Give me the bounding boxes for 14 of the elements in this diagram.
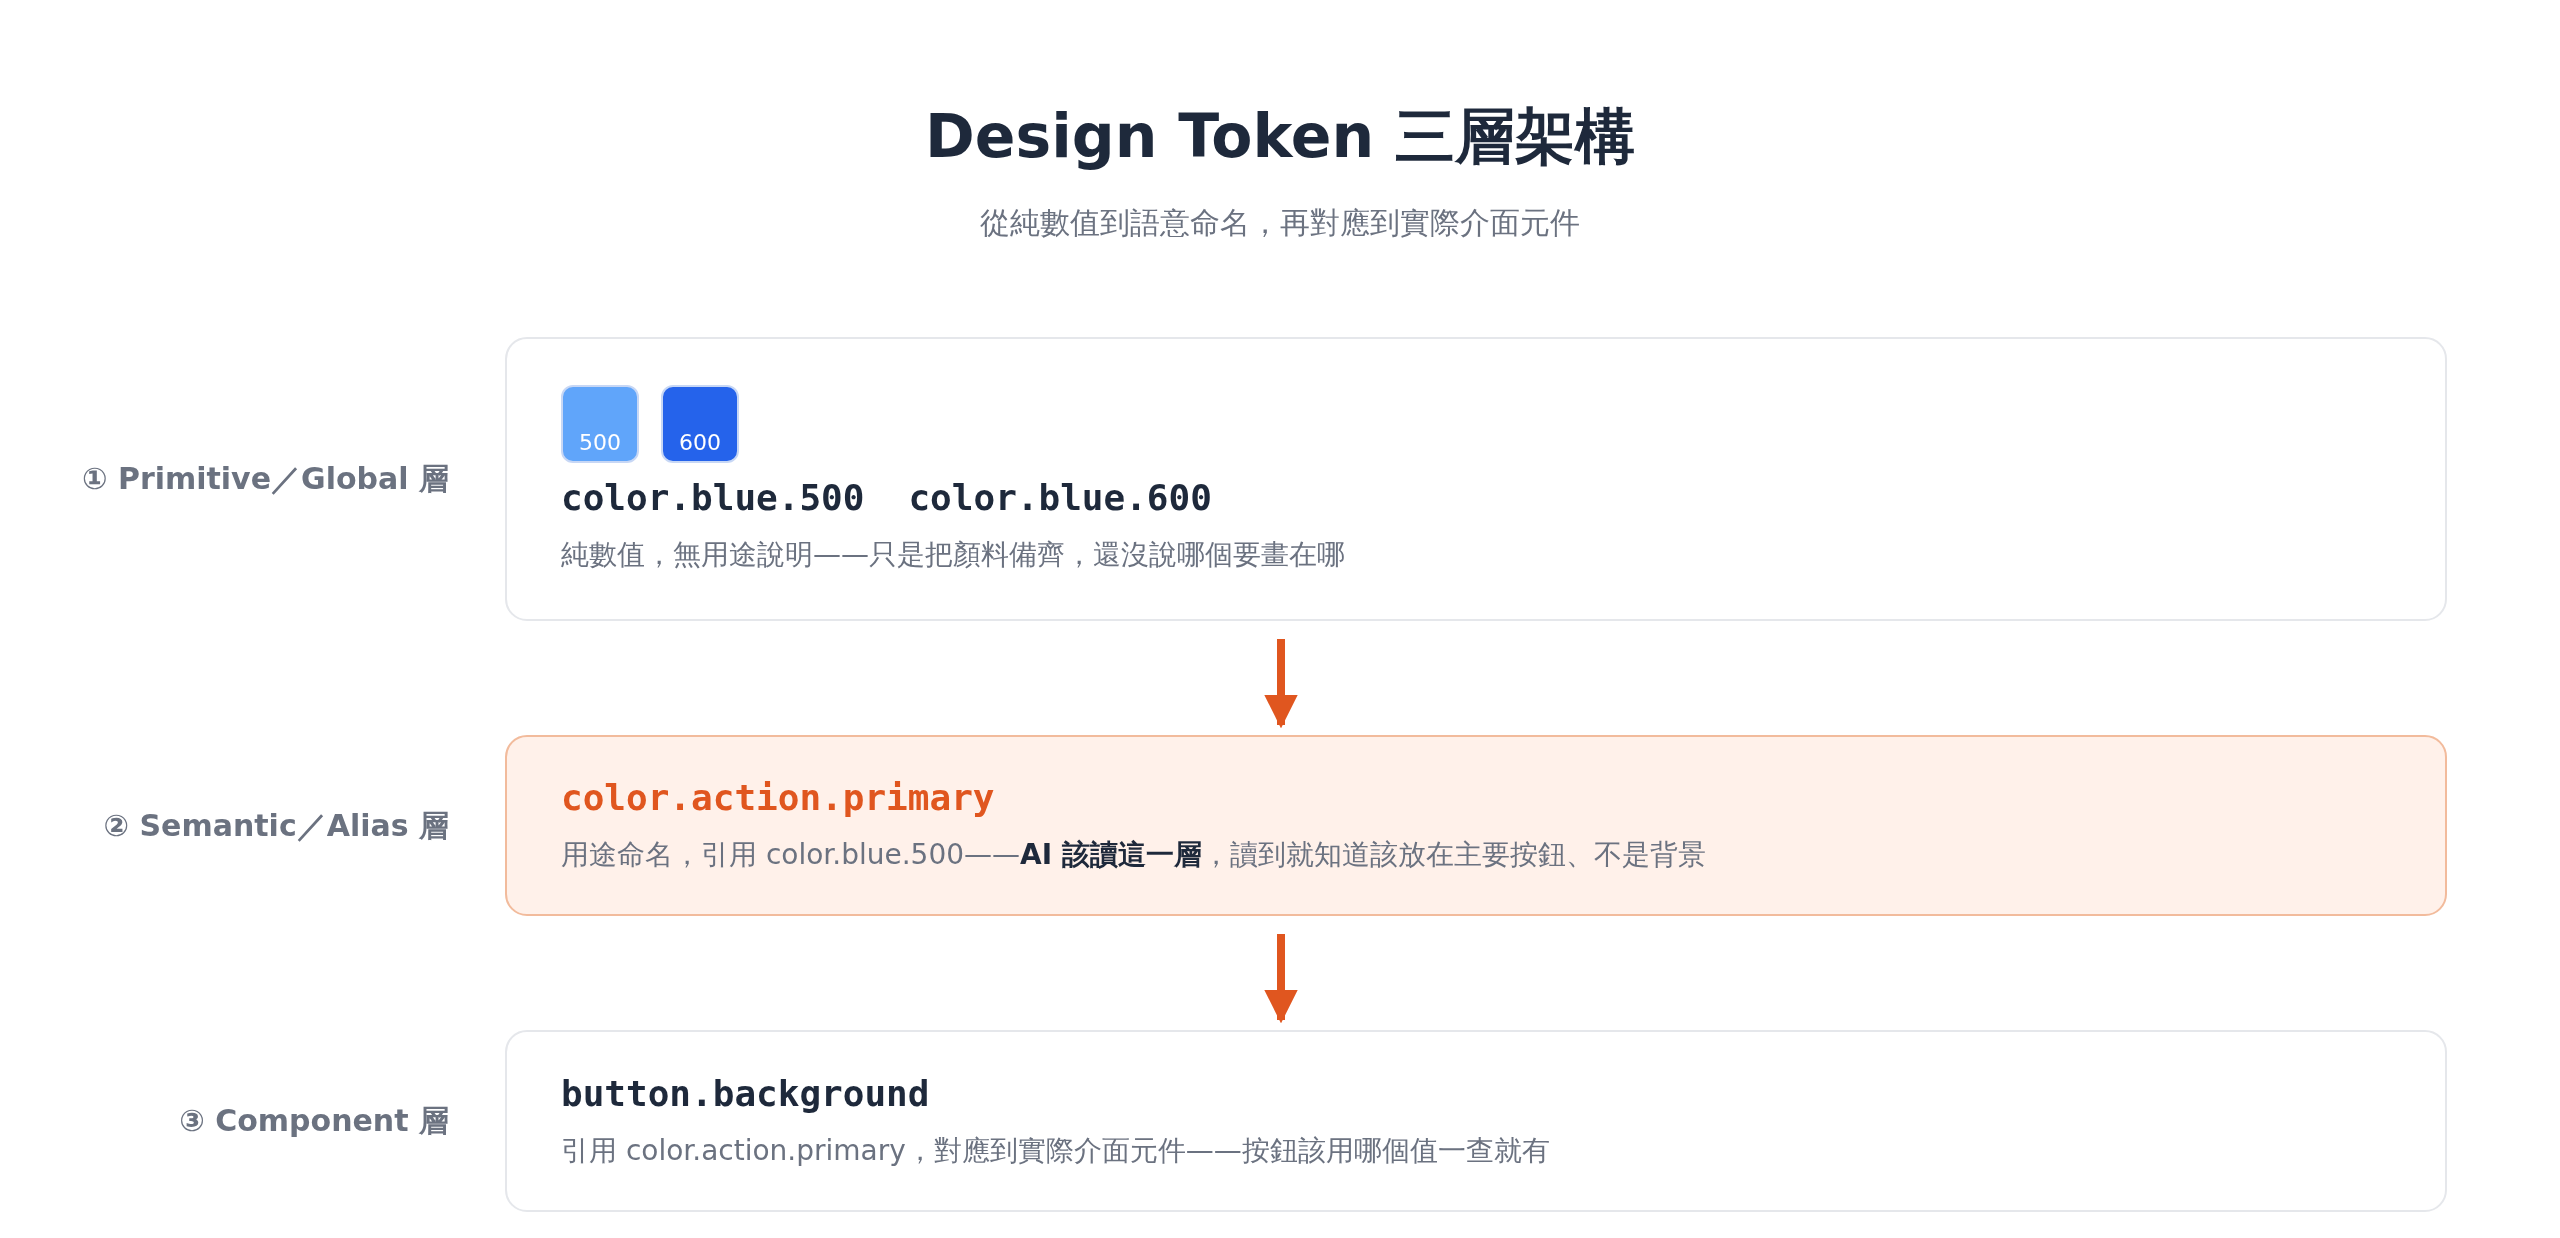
subtitle: 從純數值到語意命名，再對應到實際介面元件 bbox=[980, 204, 1580, 242]
color-swatch: 600 bbox=[661, 384, 739, 463]
layer-label: ② Semantic／Alias 層 bbox=[103, 806, 449, 844]
token-name: color.action.primary bbox=[561, 777, 995, 818]
token-name: button.background bbox=[561, 1072, 930, 1114]
layer-description: 用途命名，引用 color.blue.500——AI 該讀這一層，讀到就知道該放在主要按鈕、不是背景 bbox=[561, 837, 1707, 873]
token-name: color.blue.600 bbox=[908, 476, 1212, 518]
diagram-title: Design Token 三層架構 bbox=[924, 100, 1636, 172]
layer-description: 純數值，無用途說明——只是把顏料備齊，還沒說哪個要畫在哪 bbox=[561, 536, 1346, 573]
layer-label: ① Primitive／Global 層 bbox=[82, 459, 449, 498]
color-swatch: 500 bbox=[561, 384, 639, 463]
layer-label: ③ Component 層 bbox=[179, 1101, 449, 1140]
layer-description: 引用 color.action.primary，對應到實際介面元件——按鈕該用哪個值一查就有 bbox=[561, 1132, 1551, 1169]
token-name: color.blue.500 bbox=[561, 476, 865, 518]
